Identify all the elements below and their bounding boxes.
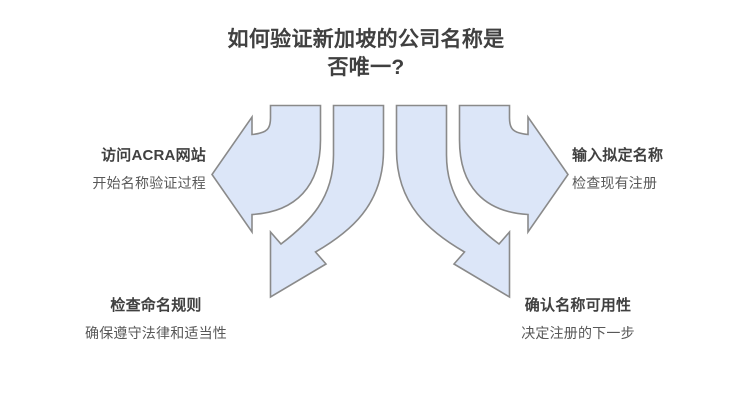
step-title: 检查命名规则 [110,297,202,314]
step-description: 开始名称验证过程 [92,175,206,192]
page-title: 如何验证新加坡的公司名称是 否唯一? [227,28,505,79]
arrow-right [458,104,569,235]
step-description: 检查现有注册 [572,175,658,192]
arrow-down-left [269,104,385,299]
arrow-left [211,104,322,235]
step-description: 确保遵守法律和适当性 [85,325,227,342]
step-title: 确认名称可用性 [524,297,632,314]
step-check-naming-rules: 检查命名规则 确保遵守法律和适当性 [18,296,294,343]
step-title: 访问ACRA网站 [101,147,206,164]
step-enter-proposed-name: 输入拟定名称 检查现有注册 [572,146,732,193]
step-visit-acra-website: 访问ACRA网站 开始名称验证过程 [0,146,206,193]
step-title: 输入拟定名称 [572,147,664,164]
step-description: 决定注册的下一步 [521,325,635,342]
arrow-down-right [395,104,511,299]
step-confirm-name-availability: 确认名称可用性 决定注册的下一步 [444,296,712,343]
